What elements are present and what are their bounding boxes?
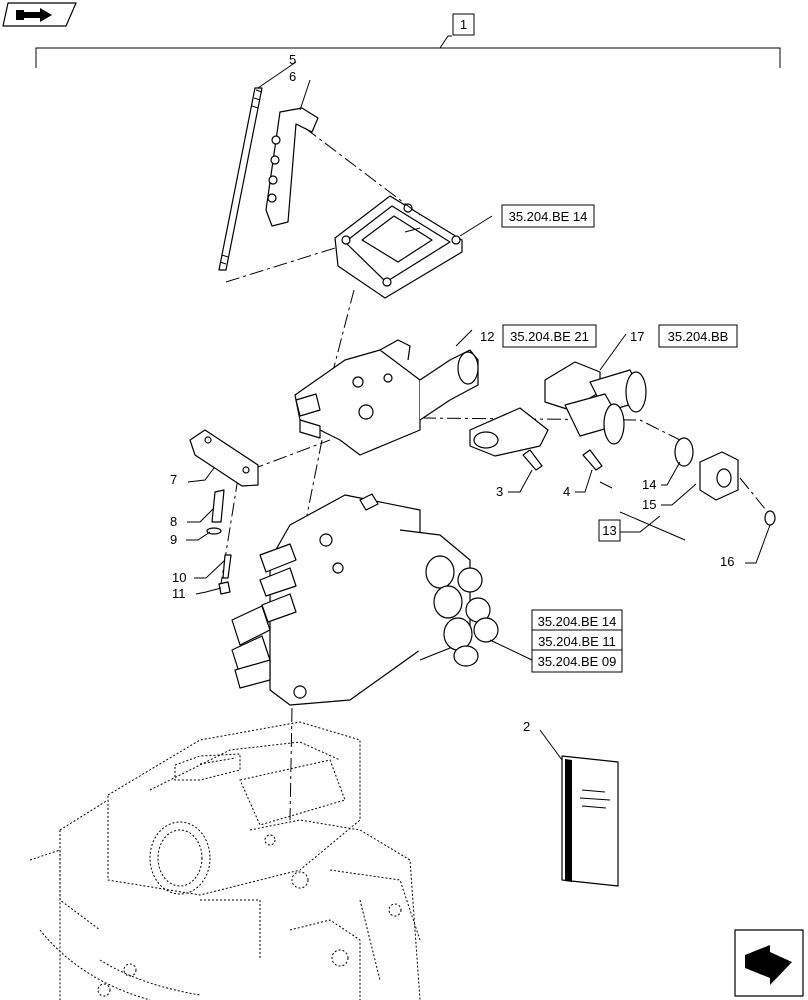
callout-10: 10 bbox=[172, 570, 186, 585]
callout-9: 9 bbox=[170, 532, 177, 547]
ref-be09-label: 35.204.BE 09 bbox=[538, 654, 617, 669]
end-cap bbox=[699, 451, 739, 501]
clip bbox=[218, 581, 231, 595]
next-page-icon[interactable] bbox=[734, 929, 804, 997]
callout-17: 17 bbox=[630, 329, 644, 344]
callout-box-13 bbox=[598, 519, 621, 542]
callout-15: 15 bbox=[642, 497, 656, 512]
spool-assembly bbox=[469, 361, 647, 457]
main-valve-bank bbox=[231, 493, 499, 706]
ref-be11-label: 35.204.BE 11 bbox=[538, 634, 616, 649]
callout-12: 12 bbox=[480, 329, 494, 344]
small-seal bbox=[764, 510, 776, 526]
callout-13: 13 bbox=[602, 523, 616, 538]
callout-7: 7 bbox=[170, 472, 177, 487]
ref-be21-label: 35.204.BE 21 bbox=[510, 329, 589, 344]
ref-bb-label: 35.204.BB bbox=[668, 329, 729, 344]
support-bracket bbox=[265, 107, 319, 227]
transmission-housing-phantom bbox=[29, 721, 421, 1000]
tie-rod bbox=[218, 87, 263, 271]
bolt-4 bbox=[582, 449, 603, 471]
callout-8: 8 bbox=[170, 514, 177, 529]
ref-be14-label: 35.204.BE 14 bbox=[538, 614, 617, 629]
ref-link-be14[interactable]: 35.204.BE 14 bbox=[531, 609, 623, 633]
bolt-3 bbox=[522, 449, 543, 471]
ref-link-be11[interactable]: 35.204.BE 11 bbox=[531, 629, 623, 653]
pin bbox=[211, 489, 225, 523]
ref-link-be09[interactable]: 35.204.BE 09 bbox=[531, 649, 623, 673]
split-pin bbox=[222, 554, 232, 579]
ref-link-be14-top[interactable]: 35.204.BE 14 bbox=[501, 204, 595, 228]
ref-be14-top-label: 35.204.BE 14 bbox=[509, 209, 588, 224]
washer bbox=[206, 527, 222, 535]
previous-page-icon[interactable] bbox=[2, 2, 77, 27]
control-valve-section bbox=[294, 339, 479, 456]
callout-16: 16 bbox=[720, 554, 734, 569]
callout-11: 11 bbox=[172, 586, 186, 601]
callout-1: 1 bbox=[460, 17, 467, 32]
callout-2: 2 bbox=[523, 719, 530, 734]
alignment-lines bbox=[219, 127, 771, 821]
callout-14: 14 bbox=[642, 477, 656, 492]
operator-manual bbox=[561, 755, 619, 887]
leader-lines bbox=[186, 61, 771, 761]
ref-link-bb[interactable]: 35.204.BB bbox=[658, 324, 738, 348]
lever-link bbox=[189, 429, 259, 487]
callout-box-1 bbox=[452, 13, 475, 36]
o-ring bbox=[674, 437, 694, 467]
assembly-bracket bbox=[35, 35, 781, 68]
callout-6: 6 bbox=[289, 69, 296, 84]
valve-cover-plate bbox=[334, 195, 463, 299]
ref-link-be21[interactable]: 35.204.BE 21 bbox=[502, 324, 597, 348]
callout-4: 4 bbox=[563, 484, 570, 499]
callout-3: 3 bbox=[496, 484, 503, 499]
callout-5: 5 bbox=[289, 52, 296, 67]
